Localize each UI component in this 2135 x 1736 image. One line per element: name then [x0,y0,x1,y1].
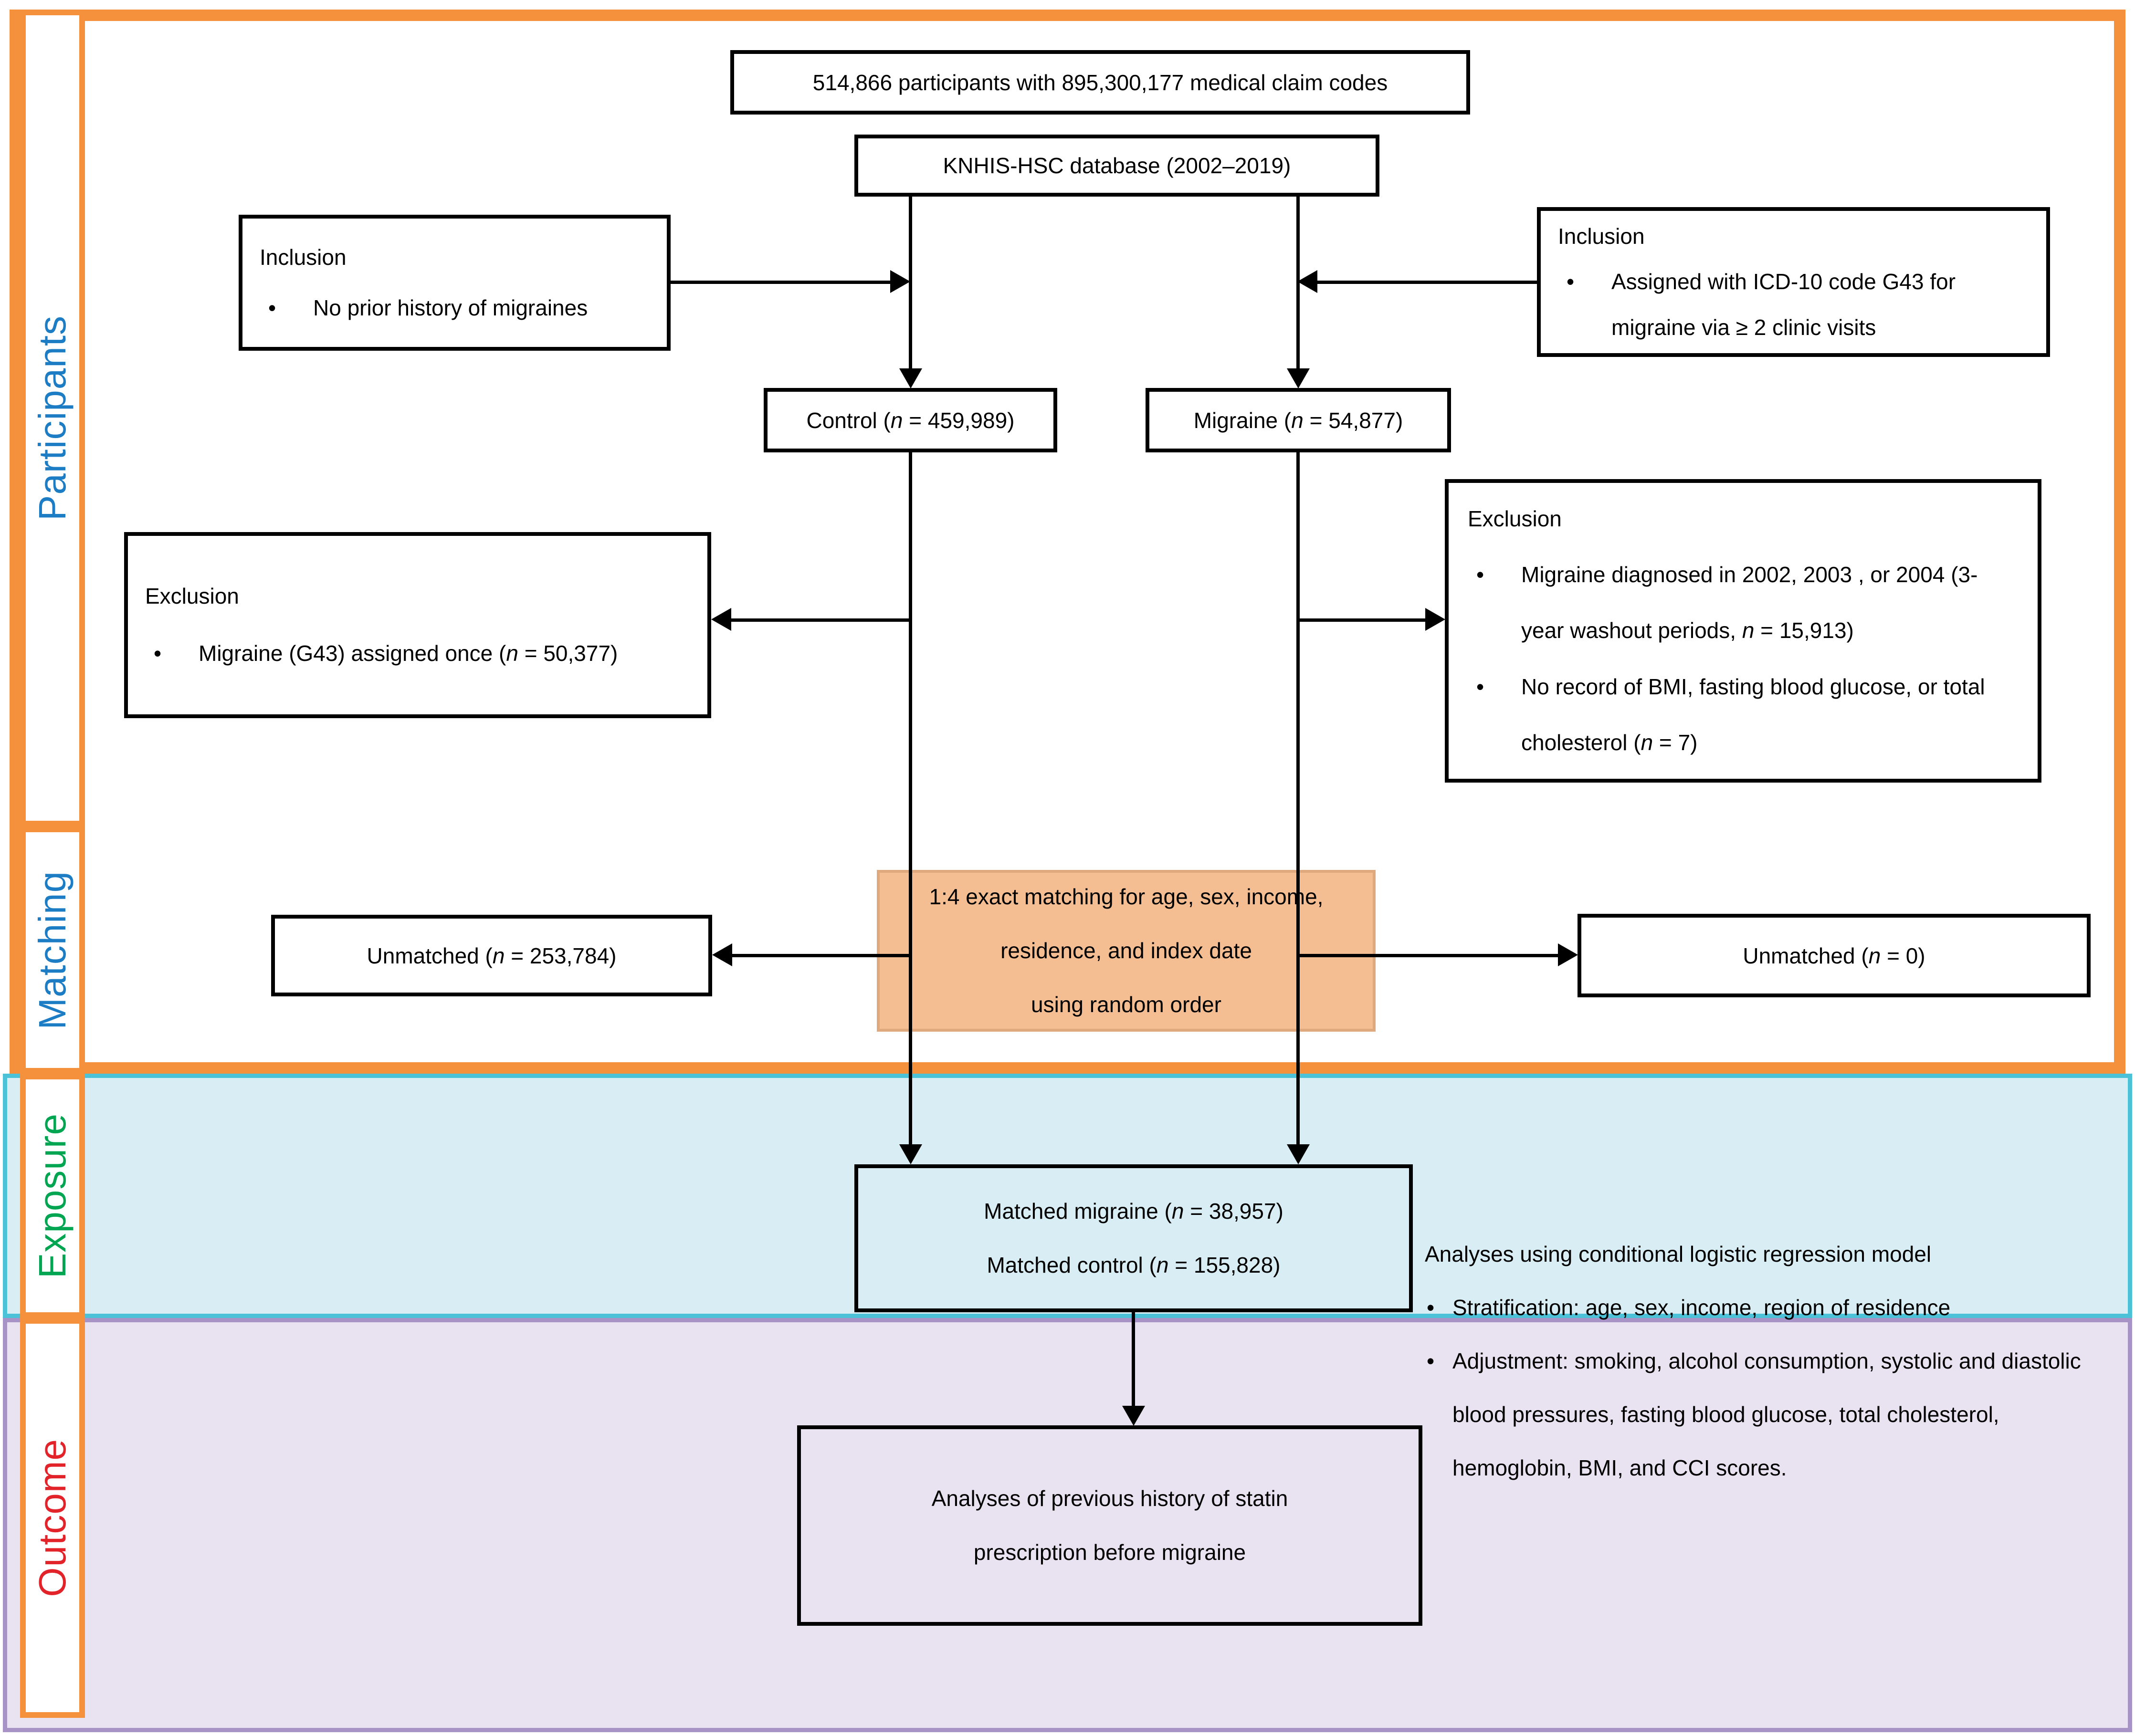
outcome-analysis-box: Analyses of previous history of statin p… [797,1425,1422,1626]
connector-inclusion-migraine [1317,281,1537,284]
migraine-text: Migraine (n = 54,877) [1193,408,1403,433]
inclusion-control-item: No prior history of migraines [260,283,650,334]
inclusion-migraine-box: Inclusion Assigned with ICD-10 code G43 … [1537,207,2050,357]
arrowhead-matched-right [1287,1144,1310,1164]
analysis-notes-heading: Analyses using conditional logistic regr… [1425,1242,1932,1266]
arrowhead-matched-left [899,1144,922,1164]
matched-migraine-text: Matched migraine (n = 38,957) [984,1199,1283,1224]
matching-box: 1:4 exact matching for age, sex, income,… [877,870,1376,1032]
database-box: KNHIS-HSC database (2002–2019) [854,135,1379,197]
outcome-analysis-line-2: prescription before migraine [973,1540,1246,1565]
sidebar-section-outcome: Outcome [20,1318,85,1718]
outcome-label: Outcome [31,1439,74,1597]
exclusion-migraine-title: Exclusion [1468,506,1562,531]
inclusion-control-title: Inclusion [260,244,347,270]
migraine-box: Migraine (n = 54,877) [1146,388,1451,452]
unmatched-control-text: Unmatched (n = 253,784) [367,943,617,968]
matched-cohort-box: Matched migraine (n = 38,957) Matched co… [854,1164,1413,1312]
source-population-box: 514,866 participants with 895,300,177 me… [730,50,1470,115]
matching-line-1: 1:4 exact matching for age, sex, income, [929,884,1324,910]
control-box: Control (n = 459,989) [764,388,1057,452]
exclusion-migraine-item-2: No record of BMI, fasting blood glucose,… [1468,659,2019,771]
connector-database-control [909,197,912,368]
inclusion-migraine-item: Assigned with ICD-10 code G43 for migrai… [1558,259,2029,350]
arrowhead-exclusion-migraine [1425,608,1445,631]
arrowhead-unmatched-migraine [1558,943,1578,966]
matching-line-3: using random order [1031,992,1221,1017]
matching-line-2: residence, and index date [1000,938,1252,963]
unmatched-migraine-text: Unmatched (n = 0) [1743,943,1925,968]
participants-matching-frame [10,10,2125,1074]
arrowhead-control [899,368,922,388]
matched-control-text: Matched control (n = 155,828) [987,1253,1281,1277]
analysis-notes-adjustment: Adjustment: smoking, alcohol consumption… [1425,1334,2107,1495]
outcome-analysis-line-1: Analyses of previous history of statin [931,1486,1288,1511]
arrowhead-inclusion-control [890,270,910,293]
arrowhead-exclusion-control [711,608,731,631]
exposure-section-band [3,1074,2132,1318]
arrowhead-outcome [1122,1406,1145,1426]
connector-inclusion-control [671,281,890,284]
connector-exclusion-migraine [1296,618,1425,622]
sidebar-section-participants: Participants [20,10,85,826]
exclusion-control-box: Exclusion Migraine (G43) assigned once (… [124,532,711,718]
participants-label: Participants [31,315,74,521]
source-population-text: 514,866 participants with 895,300,177 me… [812,70,1388,95]
arrowhead-inclusion-migraine [1297,270,1317,293]
sidebar-section-matching: Matching [20,826,85,1074]
inclusion-migraine-title: Inclusion [1558,223,1645,249]
unmatched-control-box: Unmatched (n = 253,784) [271,915,712,996]
matching-label: Matching [31,870,74,1030]
connector-control-matched [909,452,912,1144]
analysis-notes: Analyses using conditional logistic regr… [1425,1227,2107,1495]
arrowhead-migraine [1287,368,1310,388]
exclusion-control-title: Exclusion [145,584,239,609]
connector-exclusion-control [731,618,910,622]
exclusion-control-item: Migraine (G43) assigned once (n = 50,377… [145,625,690,682]
exclusion-migraine-box: Exclusion Migraine diagnosed in 2002, 20… [1445,479,2041,783]
control-text: Control (n = 459,989) [806,408,1015,433]
connector-unmatched-migraine [1296,954,1558,957]
unmatched-migraine-box: Unmatched (n = 0) [1578,914,2091,997]
arrowhead-unmatched-control [712,943,732,966]
exposure-label: Exposure [31,1113,74,1278]
analysis-notes-stratification: Stratification: age, sex, income, region… [1425,1281,2107,1334]
connector-unmatched-control [732,954,910,957]
exclusion-migraine-item-1: Migraine diagnosed in 2002, 2003 , or 20… [1468,547,2019,659]
database-text: KNHIS-HSC database (2002–2019) [943,153,1291,178]
connector-migraine-matched [1296,452,1300,1144]
connector-matched-outcome [1132,1312,1135,1406]
sidebar-section-exposure: Exposure [20,1074,85,1318]
inclusion-control-box: Inclusion No prior history of migraines [239,215,671,351]
